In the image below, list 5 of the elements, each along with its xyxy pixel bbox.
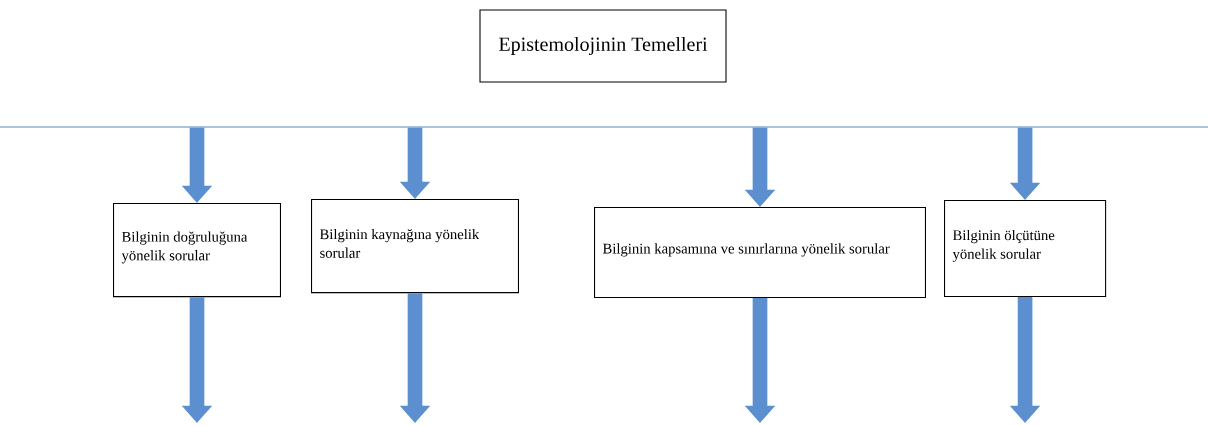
text-box: Bilginin ölçütüne yönelik sorular xyxy=(944,200,1107,298)
title-box: Epistemolojinin Temelleri xyxy=(479,9,727,83)
text-box: Bilginin kapsamına ve sınırlarına yönelik sorular xyxy=(594,207,926,299)
text-box: Bilginin kaynağına yönelik sorular xyxy=(311,199,519,294)
text-box: Bilginin doğruluğuna yönelik sorular xyxy=(113,203,281,298)
